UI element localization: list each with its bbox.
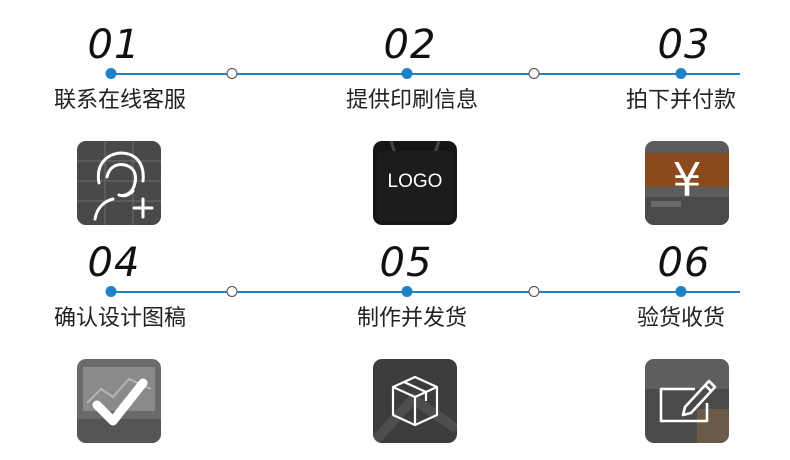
step-label: 提供印刷信息: [345, 88, 479, 113]
timeline-line: [110, 73, 740, 75]
step-dot: [105, 286, 117, 297]
step-number: 04: [87, 240, 141, 286]
step-dot: [675, 286, 687, 297]
step-number: 01: [87, 22, 141, 68]
logo-bag-icon: [373, 141, 457, 225]
step-dot: [401, 286, 413, 297]
timeline-ring: [226, 286, 238, 297]
steps-row-2: 04 05 06 确认设计图稿 制作并发货 验货收货: [0, 218, 790, 448]
design-confirm-tile: [77, 359, 161, 443]
step-label: 拍下并付款: [625, 88, 737, 113]
payment-tile: ¥: [645, 141, 729, 225]
steps-row-1: 01 02 03 联系在线客服 提供印刷信息 拍下并付款: [53, 22, 740, 225]
yuan-payment-icon: [645, 141, 729, 225]
timeline-ring: [528, 286, 540, 297]
step-number: 03: [657, 22, 711, 68]
step-dot: [105, 68, 117, 79]
timeline-ring: [226, 68, 238, 79]
box-icon: [373, 359, 457, 443]
step-dot: [401, 68, 413, 79]
logo-bag-tile: LOGO: [373, 141, 457, 225]
step-dot: [675, 68, 687, 79]
logo-text: LOGO: [387, 171, 443, 192]
step-label: 确认设计图稿: [53, 306, 187, 331]
step-number: 06: [657, 240, 711, 286]
timeline-ring: [528, 68, 540, 79]
production-tile: [373, 359, 457, 443]
timeline-line: [110, 291, 740, 293]
customer-service-tile: [77, 141, 161, 225]
customer-service-icon: [77, 141, 161, 225]
edit-icon: [645, 359, 729, 443]
step-label: 联系在线客服: [53, 88, 187, 113]
checkmark-icon: [77, 359, 161, 443]
step-label: 验货收货: [636, 306, 726, 331]
step-label: 制作并发货: [356, 306, 468, 331]
step-number: 02: [383, 22, 437, 68]
receive-tile: [645, 359, 729, 443]
step-number: 05: [379, 240, 433, 286]
yuan-symbol: ¥: [672, 153, 702, 207]
